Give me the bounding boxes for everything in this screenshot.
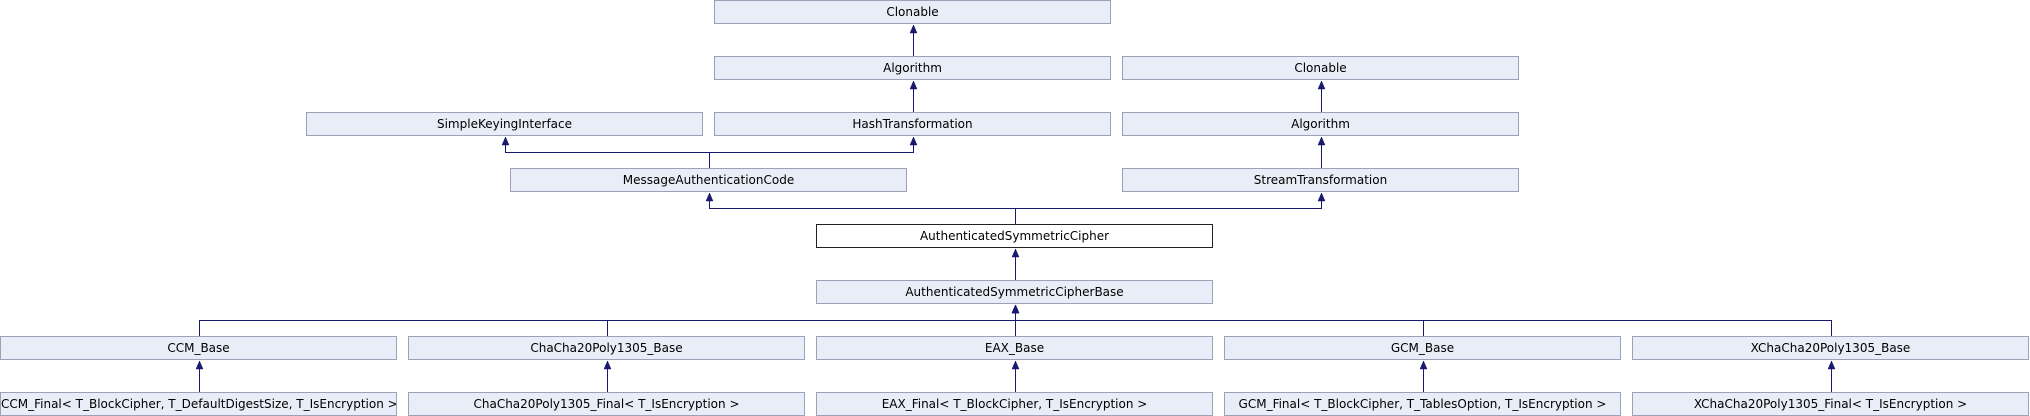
node-chacha20poly1305-base[interactable]: ChaCha20Poly1305_Base [408, 336, 805, 360]
node-gcm-final[interactable]: GCM_Final< T_BlockCipher, T_TablesOption… [1224, 392, 1621, 416]
arrowhead-mac-to-hash_transformation [909, 136, 918, 146]
node-authenticated-symmetric-cipher: AuthenticatedSymmetricCipher [816, 224, 1213, 248]
node-eax-base[interactable]: EAX_Base [816, 336, 1213, 360]
node-algorithm-b[interactable]: Algorithm [1122, 112, 1519, 136]
arrowhead-asc-to-mac [705, 192, 714, 202]
arrowhead-xchacha_base-to-asc_base [1011, 304, 1020, 314]
edge-mac-to-hash_transformation [709, 137, 914, 168]
edge-mac-to-simple_keying [505, 137, 710, 168]
node-ccm-final[interactable]: CCM_Final< T_BlockCipher, T_DefaultDiges… [0, 392, 397, 416]
arrowhead-algorithm_b-to-clonable_b [1317, 80, 1326, 90]
edge-asc-to-stream_transformation [1015, 193, 1322, 224]
arrowhead-eax_final-to-eax_base [1011, 360, 1020, 370]
arrowhead-chacha_final-to-chacha_base [603, 360, 612, 370]
node-hash-transformation[interactable]: HashTransformation [714, 112, 1111, 136]
arrowhead-hash_transformation-to-algorithm_a [909, 80, 918, 90]
node-clonable-a[interactable]: Clonable [714, 0, 1111, 24]
arrowhead-asc_base-to-asc [1011, 248, 1020, 258]
node-xchacha20poly1305-final[interactable]: XChaCha20Poly1305_Final< T_IsEncryption … [1632, 392, 2029, 416]
node-algorithm-a[interactable]: Algorithm [714, 56, 1111, 80]
node-stream-transformation[interactable]: StreamTransformation [1122, 168, 1519, 192]
arrowhead-gcm_final-to-gcm_base [1419, 360, 1428, 370]
node-simple-keying-interface[interactable]: SimpleKeyingInterface [306, 112, 703, 136]
arrowhead-asc-to-stream_transformation [1317, 192, 1326, 202]
node-message-authentication-code[interactable]: MessageAuthenticationCode [510, 168, 907, 192]
node-clonable-b[interactable]: Clonable [1122, 56, 1519, 80]
node-xchacha20poly1305-base[interactable]: XChaCha20Poly1305_Base [1632, 336, 2029, 360]
edge-chacha_base-to-asc_base [607, 305, 1016, 336]
arrowhead-ccm_final-to-ccm_base [195, 360, 204, 370]
arrowhead-xchacha_final-to-xchacha_base [1827, 360, 1836, 370]
node-ccm-base[interactable]: CCM_Base [0, 336, 397, 360]
node-gcm-base[interactable]: GCM_Base [1224, 336, 1621, 360]
node-authenticated-symmetric-cipher-base[interactable]: AuthenticatedSymmetricCipherBase [816, 280, 1213, 304]
node-chacha20poly1305-final[interactable]: ChaCha20Poly1305_Final< T_IsEncryption > [408, 392, 805, 416]
arrowhead-stream_transformation-to-algorithm_b [1317, 136, 1326, 146]
arrowhead-mac-to-simple_keying [501, 136, 510, 146]
arrowhead-algorithm_a-to-clonable_a [909, 24, 918, 34]
edge-asc-to-mac [709, 193, 1016, 224]
node-eax-final[interactable]: EAX_Final< T_BlockCipher, T_IsEncryption… [816, 392, 1213, 416]
